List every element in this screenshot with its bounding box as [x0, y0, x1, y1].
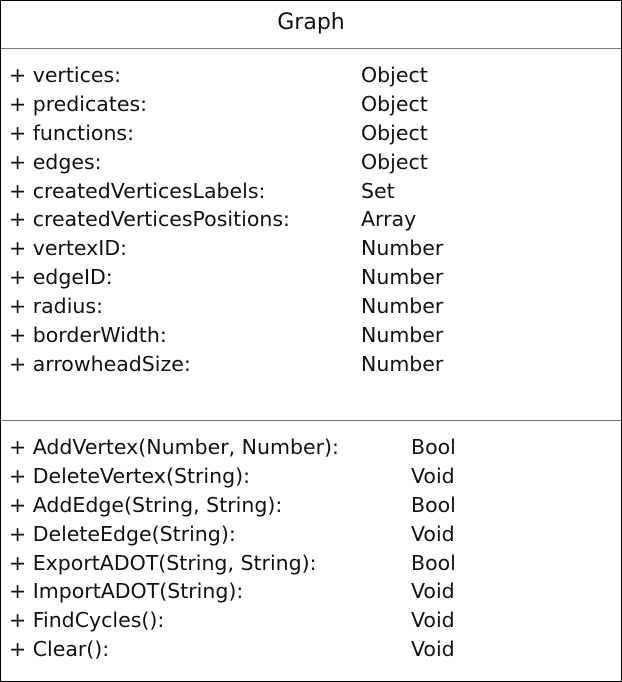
method-row-name: + ExportADOT(String, String):: [9, 550, 317, 575]
method-row-name: + FindCycles():: [9, 608, 165, 633]
attribute-row-name: + borderWidth:: [9, 323, 167, 348]
attribute-row-type: Number: [361, 265, 444, 290]
attribute-row-name: + radius:: [9, 294, 103, 319]
class-name: Graph: [277, 10, 345, 35]
method-row-type: Void: [411, 463, 455, 488]
method-row-name: + AddEdge(String, String):: [9, 492, 283, 517]
method-row-type: Void: [411, 579, 455, 604]
attribute-row-name: + edgeID:: [9, 265, 113, 290]
attribute-row-type: Set: [361, 178, 395, 203]
attribute-row-name: + vertexID:: [9, 236, 128, 261]
attribute-row-type: Number: [361, 351, 444, 376]
attribute-row-name: + edges:: [9, 149, 102, 174]
attribute-row-type: Number: [361, 294, 444, 319]
method-row-type: Bool: [411, 492, 456, 517]
attribute-row-name: + arrowheadSize:: [9, 351, 191, 376]
attribute-row-type: Object: [361, 63, 428, 87]
method-row-name: + DeleteVertex(String):: [9, 463, 251, 488]
header-divider: [1, 48, 621, 49]
attribute-row-type: Object: [361, 91, 428, 116]
method-row-name: + Clear():: [9, 637, 110, 662]
method-row-type: Bool: [411, 550, 456, 575]
method-row-type: Void: [411, 608, 455, 633]
method-row-type: Bool: [411, 435, 456, 459]
method-row-name: + ImportADOT(String):: [9, 579, 244, 604]
attribute-row-name: + vertices:: [9, 63, 122, 87]
method-row-name: + AddVertex(Number, Number):: [9, 435, 339, 459]
attribute-row-type: Object: [361, 149, 428, 174]
attribute-row-name: + functions:: [9, 120, 135, 145]
attribute-row-type: Number: [361, 323, 444, 348]
attribute-row-name: + createdVerticesLabels:: [9, 178, 266, 203]
method-row-type: Void: [411, 521, 455, 546]
method-row-name: + DeleteEdge(String):: [9, 521, 236, 546]
method-row-type: Void: [411, 637, 455, 662]
attribute-row-name: + predicates:: [9, 91, 148, 116]
attribute-row-type: Object: [361, 120, 428, 145]
attribute-row-name: + createdVerticesPositions:: [9, 207, 290, 232]
attribute-row-type: Number: [361, 236, 444, 261]
attributes-methods-divider: [1, 420, 621, 421]
attribute-row-type: Array: [361, 207, 417, 232]
